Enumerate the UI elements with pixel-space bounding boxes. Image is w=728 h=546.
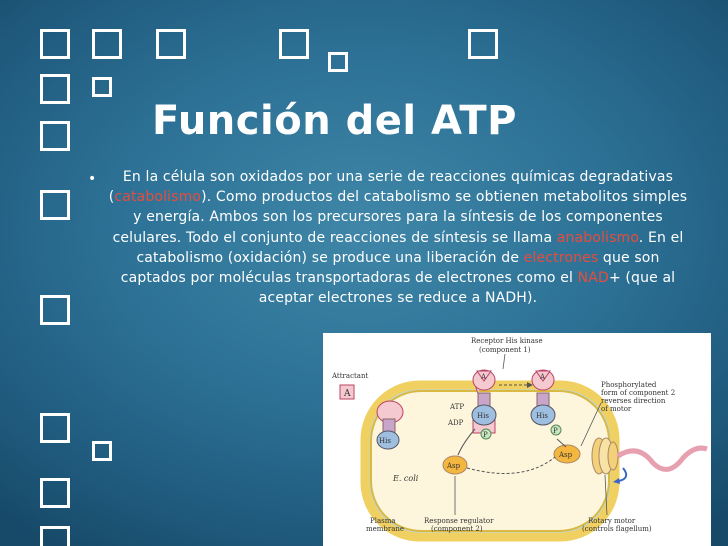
svg-text:reverses direction: reverses direction xyxy=(601,397,666,405)
rotary-motor xyxy=(591,437,619,475)
highlight-term[interactable]: anabolismo xyxy=(556,229,639,246)
deco-square xyxy=(40,190,70,220)
body-segment: + (que al aceptar electrones se reduce a… xyxy=(258,270,676,307)
svg-text:P: P xyxy=(483,431,488,439)
flagellum xyxy=(616,445,708,472)
receptor-far-left xyxy=(376,400,404,450)
ligand-a-left: A xyxy=(476,370,492,382)
deco-square xyxy=(92,77,112,97)
svg-text:Rotary motor: Rotary motor xyxy=(588,517,636,525)
svg-text:ADP: ADP xyxy=(447,419,464,427)
deco-square xyxy=(279,29,309,59)
highlight-term[interactable]: catabolismo xyxy=(114,189,202,206)
deco-square xyxy=(328,52,348,72)
svg-text:Asp: Asp xyxy=(446,462,461,470)
chemotaxis-diagram: A A A His His His P P Asp Asp xyxy=(323,333,711,546)
slide-title: Función del ATP xyxy=(152,98,517,144)
svg-text:membrane: membrane xyxy=(366,525,404,533)
svg-text:form of component 2: form of component 2 xyxy=(601,389,675,397)
svg-text:E. coli: E. coli xyxy=(392,474,419,483)
svg-text:(component 1): (component 1) xyxy=(479,346,531,354)
deco-square xyxy=(40,121,70,151)
deco-square xyxy=(40,526,70,546)
ligand-a-right: A xyxy=(535,370,551,382)
deco-square xyxy=(40,295,70,325)
deco-square xyxy=(468,29,498,59)
svg-text:A: A xyxy=(539,373,546,381)
svg-text:A: A xyxy=(343,389,351,399)
svg-text:A: A xyxy=(480,373,487,381)
deco-square xyxy=(40,413,70,443)
bullet-marker: • xyxy=(88,171,97,187)
svg-text:P: P xyxy=(553,427,558,435)
svg-text:His: His xyxy=(379,437,391,445)
bullet-text: En la célula son oxidados por una serie … xyxy=(108,167,688,308)
highlight-term[interactable]: NAD xyxy=(577,270,609,287)
deco-square xyxy=(40,74,70,104)
svg-text:(controls flagellum): (controls flagellum) xyxy=(582,525,652,533)
deco-square xyxy=(156,29,186,59)
body-segment: . En el catabolismo (oxidación) se produ… xyxy=(136,229,684,266)
svg-text:Plasma: Plasma xyxy=(370,517,396,525)
receptor-left xyxy=(471,369,497,434)
attractant-marker: A xyxy=(339,384,355,400)
highlight-term[interactable]: electrones xyxy=(523,249,599,266)
svg-text:Receptor His kinase: Receptor His kinase xyxy=(471,337,543,345)
asp-right xyxy=(553,444,581,464)
body-segment: En la célula son oxidados por una serie … xyxy=(108,169,674,206)
svg-text:His: His xyxy=(477,412,489,420)
body-segment: que son captados por moléculas transport… xyxy=(120,249,660,287)
asp-left xyxy=(442,455,468,475)
body-segment: ). Como productos del catabolismo se obt… xyxy=(112,189,688,246)
receptor-right xyxy=(530,369,556,426)
svg-text:Attractant: Attractant xyxy=(331,372,368,380)
phosphate-marker xyxy=(550,424,562,436)
svg-text:ATP: ATP xyxy=(449,403,464,411)
svg-text:Asp: Asp xyxy=(558,451,573,459)
svg-text:of motor: of motor xyxy=(601,405,632,413)
deco-square xyxy=(92,29,122,59)
deco-square xyxy=(40,29,70,59)
phosphate-marker xyxy=(480,428,492,440)
svg-text:Response regulator: Response regulator xyxy=(424,517,494,525)
svg-text:(component 2): (component 2) xyxy=(431,525,483,533)
svg-text:His: His xyxy=(536,412,548,420)
svg-text:Phosphorylated: Phosphorylated xyxy=(601,381,657,389)
deco-square xyxy=(92,441,112,461)
deco-square xyxy=(40,478,70,508)
